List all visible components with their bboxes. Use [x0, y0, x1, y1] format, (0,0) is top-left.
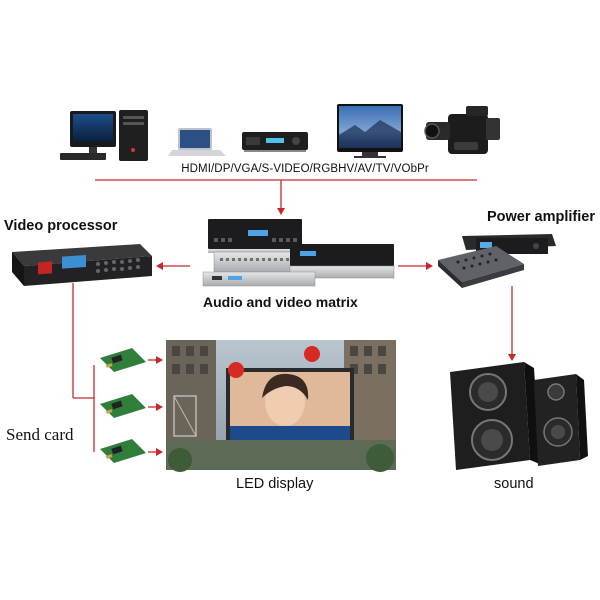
power-amplifier-label: Power amplifier	[487, 209, 595, 225]
send-card-icon	[100, 348, 146, 463]
camcorder-icon	[424, 106, 500, 154]
desktop-computer-icon	[60, 110, 148, 161]
tv-icon	[337, 104, 403, 158]
sound-label: sound	[494, 476, 534, 492]
media-player-icon	[242, 132, 308, 152]
video-processor-icon	[12, 244, 152, 286]
laptop-icon	[168, 128, 226, 156]
power-amplifier-icon	[438, 234, 556, 288]
video-processor-label: Video processor	[4, 218, 118, 234]
av-matrix-icon	[202, 219, 395, 287]
led-display-icon	[166, 340, 396, 472]
speaker-icon	[450, 362, 588, 470]
source-formats-label: HDMI/DP/VGA/S-VIDEO/RGBHV/AV/TV/VObPr	[181, 163, 429, 175]
connection-lines	[72, 179, 516, 456]
led-display-label: LED display	[236, 476, 314, 492]
send-card-label: Send card	[6, 425, 74, 444]
av-matrix-label: Audio and video matrix	[203, 294, 358, 310]
